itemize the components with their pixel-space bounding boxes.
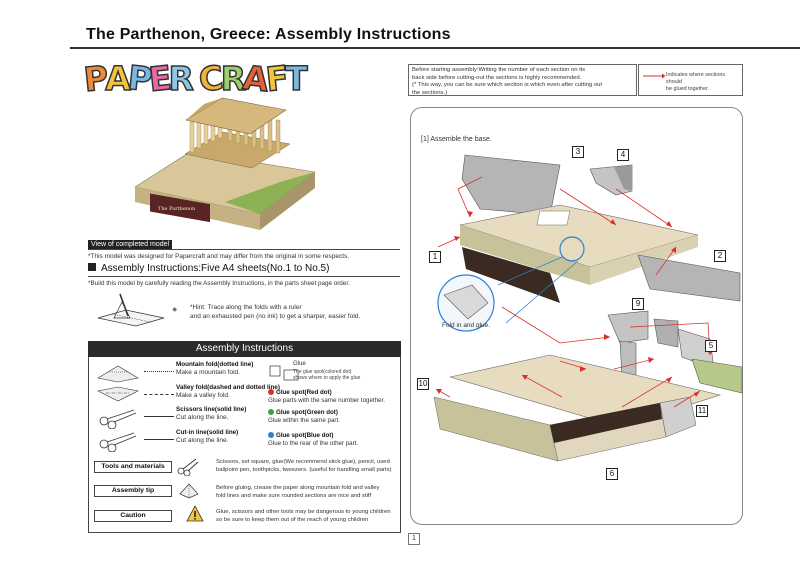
part-label-5: 5: [705, 340, 717, 352]
mountain-fold-icon: [97, 365, 139, 383]
glue-spot-green: Glue spot(Green dot) Glue within the sam…: [268, 409, 340, 424]
fold-name: Valley fold(dashed and dotted line): [176, 384, 280, 391]
glue-spot-note: The glue spot(colored dot) shows where t…: [293, 369, 360, 381]
assembly-heading: Assembly Instructions:Five A4 sheets(No.…: [88, 263, 329, 274]
fold-tracing-illustration: [97, 293, 165, 327]
assembly-instructions-title: Assembly Instructions: [88, 341, 401, 357]
diagram-panel: [410, 107, 743, 525]
title-divider: [70, 47, 800, 49]
assembly-tip-label: Assembly tip: [94, 485, 172, 497]
part-label-6: 6: [606, 468, 618, 480]
legend-line-2: be glued together.: [666, 86, 710, 92]
caution-text-2: so be sure to keep them out of the reach…: [216, 517, 369, 523]
fold-desc: Make a mountain fold.: [176, 369, 240, 376]
part-label-1: 1: [429, 251, 441, 263]
caution-text-1: Glue, scissors and other tools may be da…: [216, 509, 391, 515]
page-number: 1: [408, 533, 420, 545]
square-bullet-icon: [88, 263, 96, 271]
caution-label: Caution: [94, 510, 172, 522]
arrow-legend-box: [638, 64, 743, 96]
divider: [88, 276, 400, 277]
parthenon-model-image: The Parthenon: [134, 97, 316, 230]
glue-spot-note-1: The glue spot(colored dot): [293, 369, 352, 375]
logo-letter: R: [220, 59, 247, 98]
glue-spot-blue: Glue spot(Blue dot) Glue to the rear of …: [268, 432, 358, 447]
dotted-line-sample: [144, 371, 174, 372]
fold-desc: Make a valley fold.: [176, 392, 230, 399]
divider: [88, 249, 400, 250]
hint-text: *Hint: Trace along the folds with a rule…: [190, 303, 400, 321]
tools-text-2: ballpoint pen, toothpicks, tweezers. (us…: [216, 467, 392, 473]
pre-note-line-2: back side before cutting-out the section…: [412, 74, 582, 81]
glue-name: Glue spot(Blue dot): [276, 432, 334, 439]
view-caption: View of completed model: [88, 240, 173, 249]
tip-text-1: Before gluing, crease the paper along mo…: [216, 485, 380, 491]
tools-label: Tools and materials: [94, 461, 172, 473]
solid-line-sample: [144, 439, 174, 440]
tools-text: Scissors, set square, glue(We recommend …: [216, 458, 398, 474]
fold-row-valley: Valley fold(dashed and dotted line) Make…: [96, 384, 280, 407]
lightbulb-icon: ●: [172, 304, 178, 314]
fold-row-mountain: Mountain fold(dotted line) Make a mounta…: [96, 361, 271, 384]
fold-in-glue-label: Fold in and glue.: [442, 322, 491, 329]
blue-dot-icon: [268, 432, 274, 438]
logo-letter: T: [284, 59, 308, 98]
fold-desc: Cut along the line.: [176, 437, 229, 444]
warning-icon: [186, 505, 204, 522]
red-arrow-icon: [643, 73, 666, 79]
logo-letter: R: [168, 59, 195, 98]
cut-in-scissors-icon: [99, 432, 137, 452]
build-note: *Build this model by carefully reading t…: [88, 280, 350, 287]
tools-text-1: Scissors, set square, glue(We recommend …: [216, 459, 390, 465]
solid-line-sample: [144, 416, 174, 417]
fold-row-cut-in: Cut-in line(solid line) Cut along the li…: [96, 429, 271, 452]
green-dot-icon: [268, 409, 274, 415]
glue-spot-note-2: shows where to apply the glue: [293, 375, 361, 381]
dashed-line-sample: [144, 394, 174, 395]
fold-name: Cut-in line(solid line): [176, 429, 239, 436]
arrow-legend-text: Indicates where sections should be glued…: [666, 72, 742, 93]
fold-tip-icon: [179, 483, 199, 499]
legend-line-1: Indicates where sections should: [666, 72, 726, 85]
glue-desc: Glue to the rear of the other part.: [268, 440, 359, 447]
red-dot-icon: [268, 389, 274, 395]
plaque-text: The Parthenon: [158, 206, 196, 212]
part-label-10: 10: [417, 378, 429, 390]
part-label-11: 11: [696, 405, 708, 417]
glue-name: Glue spot(Green dot): [276, 409, 338, 416]
pre-note-line-4: the sections.): [412, 89, 448, 96]
papercraft-logo: PAPER CRAFT: [81, 57, 344, 110]
valley-fold-icon: [97, 386, 139, 402]
tools-icon: [177, 458, 199, 476]
assembly-heading-text: Assembly Instructions:Five A4 sheets(No.…: [101, 263, 330, 274]
fold-name: Scissors line(solid line): [176, 406, 247, 413]
part-label-4: 4: [617, 149, 629, 161]
before-assembly-note: Before starting assembly:Writing the num…: [408, 64, 637, 96]
hint-line-2: and an exhausted pen (no ink) to get a s…: [190, 313, 361, 320]
fold-desc: Cut along the line.: [176, 414, 229, 421]
glue-label: Glue: [293, 361, 306, 367]
page-title: The Parthenon, Greece: Assembly Instruct…: [86, 26, 451, 43]
pre-note-line-3: (* This way, you can be sure which secti…: [412, 82, 603, 88]
papercraft-note: *This model was designed for Papercraft …: [88, 253, 350, 260]
pre-note-line-1: Before starting assembly:Writing the num…: [412, 67, 586, 73]
logo-letter: A: [104, 59, 131, 98]
caution-text: Glue, scissors and other tools may be da…: [216, 508, 398, 524]
part-label-2: 2: [714, 250, 726, 262]
glue-desc: Glue within the same part.: [268, 417, 340, 424]
hint-line-1: *Hint: Trace along the folds with a rule…: [190, 304, 302, 311]
glue-desc: Glue parts with the same number together…: [268, 397, 385, 404]
base-assembly-diagram: [433, 154, 743, 462]
glue-spot-red: Glue spot(Red dot) Glue parts with the s…: [268, 389, 385, 404]
glue-name: Glue spot(Red dot): [276, 389, 332, 396]
part-label-9: 9: [632, 298, 644, 310]
tip-text-2: fold lines and make sure rounded section…: [216, 493, 372, 499]
part-label-3: 3: [572, 146, 584, 158]
fold-row-scissors: Scissors line(solid line) Cut along the …: [96, 406, 271, 429]
glue-pieces-icon: [269, 365, 299, 381]
fold-name: Mountain fold(dotted line): [176, 361, 254, 368]
step-title: [1] Assemble the base.: [421, 136, 492, 143]
scissors-icon: [99, 409, 137, 429]
tip-text: Before gluing, crease the paper along mo…: [216, 484, 398, 500]
